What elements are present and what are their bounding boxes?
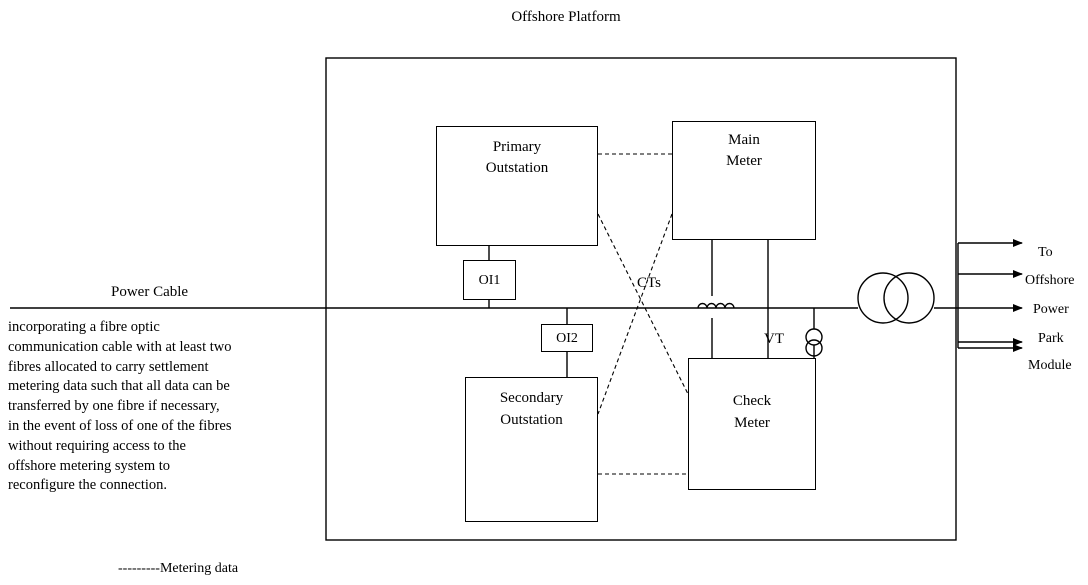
- check-meter-box: Check Meter: [688, 358, 816, 490]
- primary-outstation-line1: Primary: [492, 139, 542, 155]
- power-cable-label: Power Cable: [111, 284, 189, 300]
- legend-dashes: ---------: [118, 561, 160, 576]
- oi1-box: OI1: [463, 260, 516, 300]
- destination-label-5: Module: [1028, 358, 1072, 373]
- note-line: communication cable with at least two: [8, 338, 232, 355]
- check-meter-line1: Check: [732, 393, 772, 409]
- destination-label-2: Offshore: [1025, 273, 1075, 288]
- data-link-primary-check: [597, 213, 689, 395]
- note-line: in the event of loss of one of the fibre…: [8, 417, 232, 434]
- note-line: reconfigure the connection.: [8, 477, 168, 494]
- oi2-label: OI2: [556, 331, 578, 346]
- note-line: transferred by one fibre if necessary,: [8, 398, 220, 415]
- transformer-coil-left: [857, 272, 909, 324]
- secondary-outstation-box: Secondary Outstation: [465, 377, 598, 522]
- note-line: offshore metering system to: [8, 457, 171, 474]
- legend: ---------Metering data: [118, 560, 238, 578]
- destination-label-4: Park: [1038, 331, 1064, 346]
- platform-boundary: [325, 57, 957, 541]
- main-meter-box: Main Meter: [672, 121, 816, 240]
- note-line: without requiring access to the: [8, 437, 186, 454]
- vt-coil-bottom: [805, 339, 823, 357]
- primary-outstation-box: Primary Outstation: [436, 126, 598, 246]
- secondary-outstation-line2: Outstation: [500, 412, 563, 428]
- destination-label-1: To: [1038, 245, 1053, 260]
- transformer-coil-right: [883, 272, 935, 324]
- cts-label: CTs: [637, 275, 661, 291]
- destination-label-3: Power: [1033, 302, 1069, 317]
- note-line: metering data such that all data can be: [8, 378, 230, 395]
- oi2-box: OI2: [541, 324, 593, 352]
- ct-coil: [697, 302, 735, 309]
- check-meter-line2: Meter: [734, 415, 770, 431]
- main-meter-line2: Meter: [726, 153, 762, 169]
- vt-label: VT: [764, 331, 784, 347]
- note-line: incorporating a fibre optic: [8, 319, 160, 335]
- note-line: fibres allocated to carry settlement: [8, 358, 209, 375]
- primary-outstation-line2: Outstation: [485, 160, 549, 176]
- legend-label: Metering data: [159, 561, 239, 576]
- platform-title: Offshore Platform: [511, 9, 621, 25]
- secondary-outstation-line1: Secondary: [499, 390, 564, 406]
- data-link-main-secondary: [597, 213, 673, 415]
- oi1-label: OI1: [478, 273, 501, 288]
- fibre-optic-note: incorporating a fibre optic communicatio…: [8, 318, 298, 496]
- main-meter-line1: Main: [728, 132, 760, 148]
